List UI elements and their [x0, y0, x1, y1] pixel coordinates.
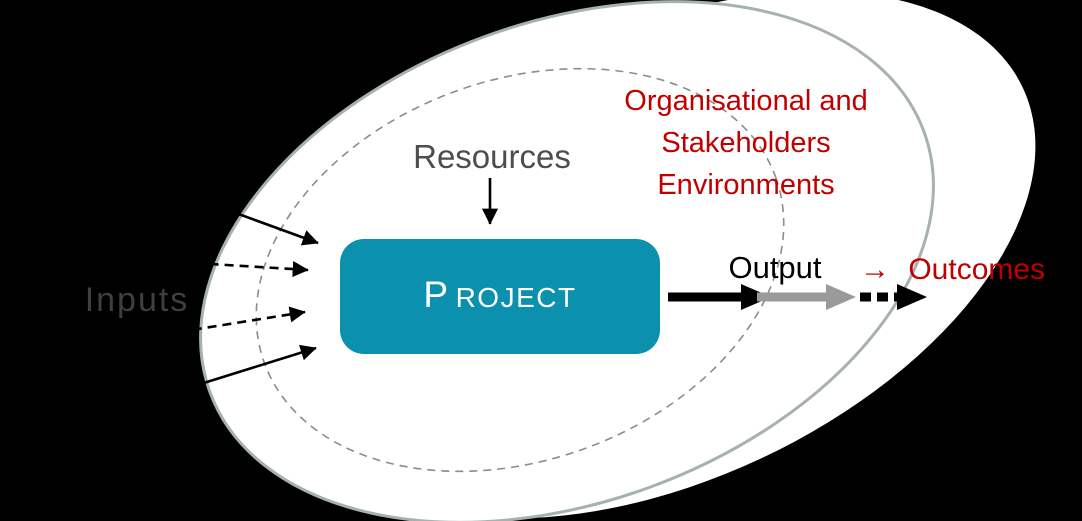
input-arrows: [14, 147, 319, 436]
environment-label-line3: Environments: [657, 169, 834, 201]
input-arrow-solid-top: [59, 147, 319, 246]
environment-label: Organisational and Stakeholders Environm…: [624, 85, 867, 201]
inputs-label: Inputs: [85, 281, 190, 319]
outcomes-label-text: Outcomes: [908, 253, 1045, 286]
outcomes-arrow-icon: →: [860, 253, 890, 286]
input-arrow-dashed-lower: [14, 306, 306, 360]
project-label: P ROJECT: [423, 274, 576, 315]
project-label-initial: P: [423, 274, 449, 315]
output-label: Output: [728, 250, 821, 285]
input-arrow-solid-bottom: [39, 344, 317, 436]
environment-label-line1: Organisational and: [624, 85, 867, 117]
outcomes-label: → Outcomes: [860, 253, 1045, 286]
resources-label: Resources: [413, 138, 571, 175]
project-box: [340, 239, 660, 354]
input-arrow-dashed-upper: [14, 250, 309, 278]
project-label-rest: ROJECT: [456, 282, 577, 313]
environment-label-line2: Stakeholders: [661, 127, 830, 159]
